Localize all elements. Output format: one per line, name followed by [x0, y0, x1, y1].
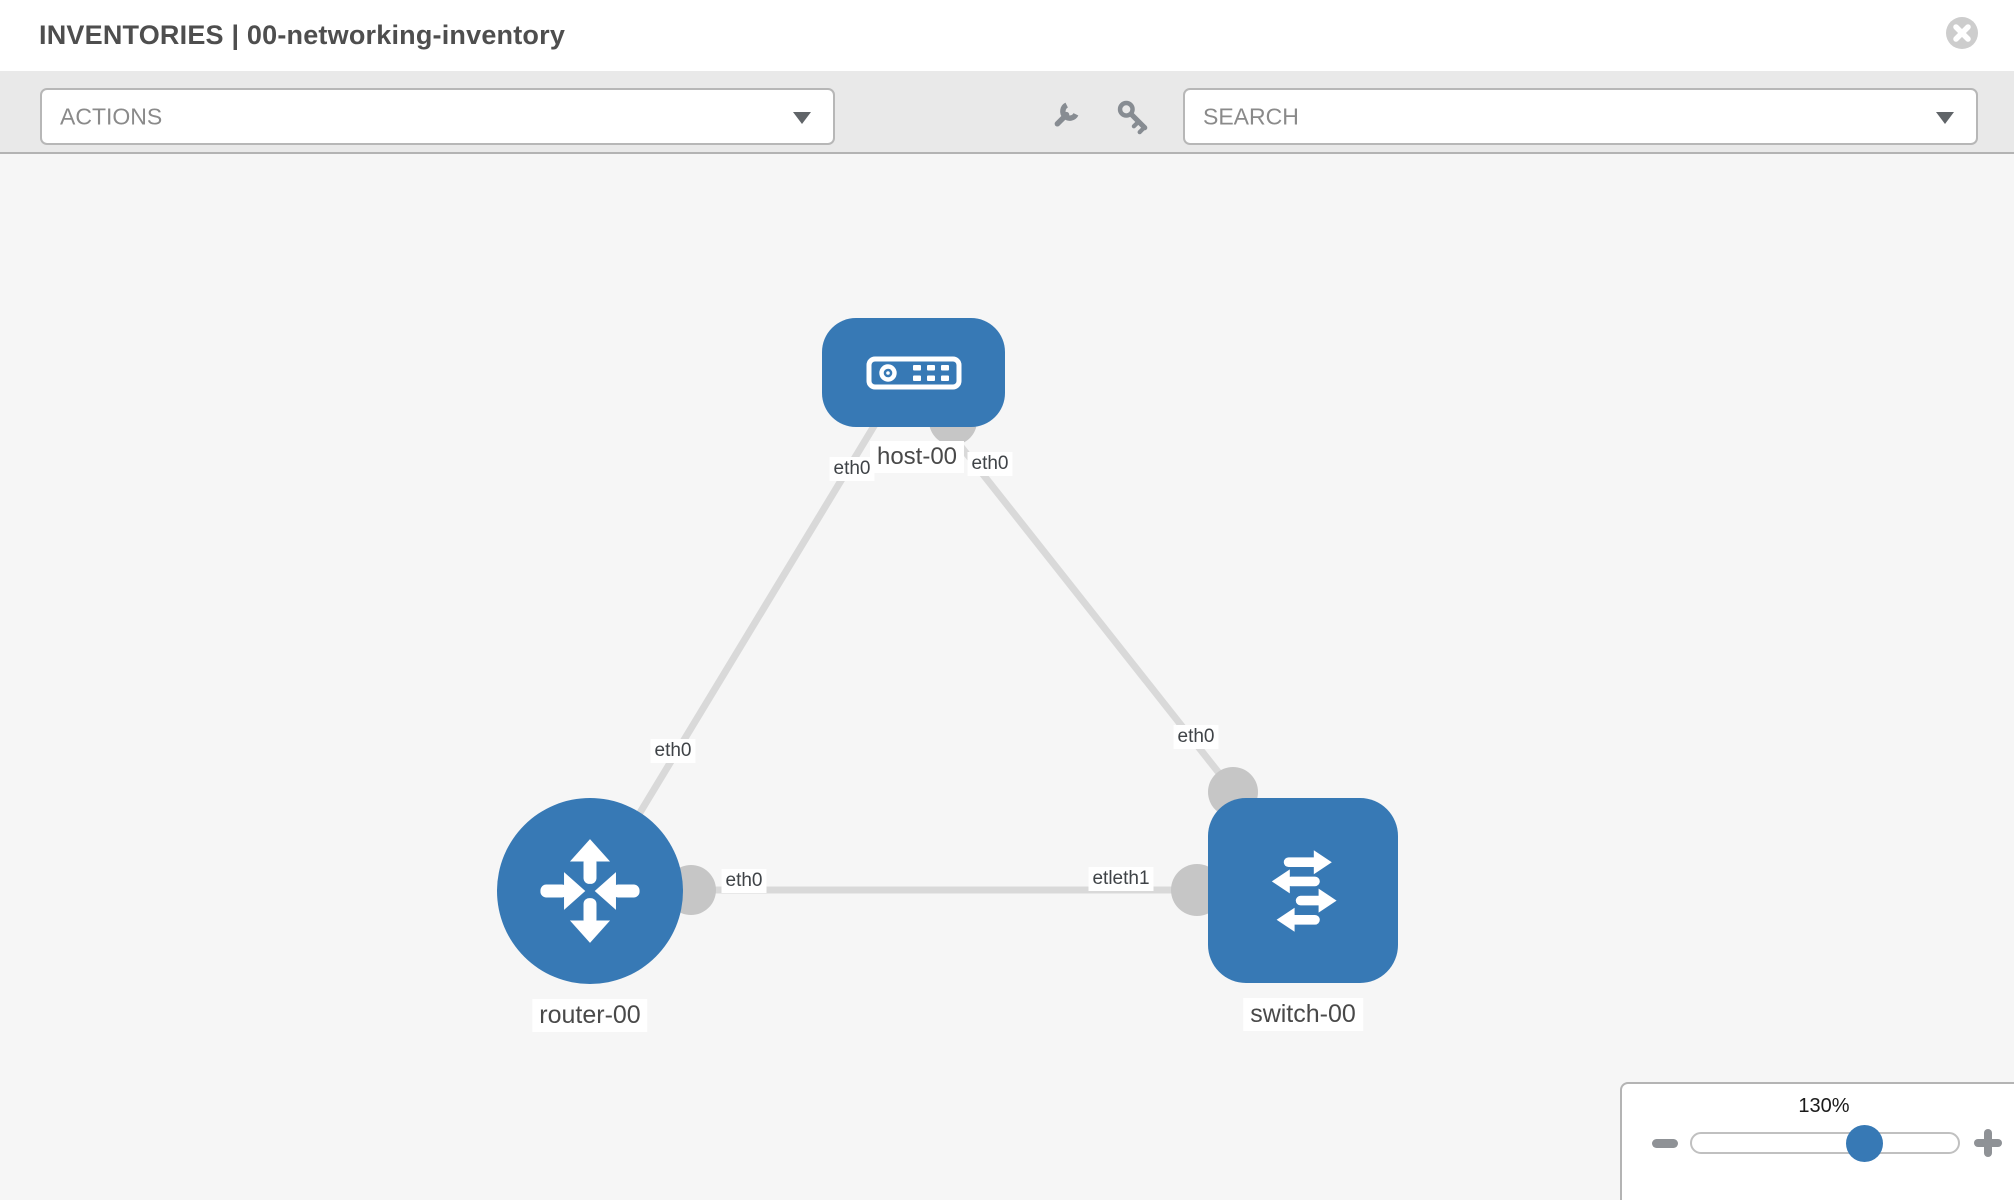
host-icon: [866, 356, 961, 389]
node-host-00[interactable]: [822, 318, 1005, 427]
zoom-slider-track[interactable]: [1690, 1132, 1960, 1154]
close-icon: [1946, 17, 1978, 49]
router-icon: [540, 839, 640, 943]
credentials-button[interactable]: [1114, 97, 1152, 135]
topology-links: [621, 396, 1258, 916]
interface-connectors: [666, 397, 1258, 916]
search-placeholder: SEARCH: [1203, 103, 1299, 129]
key-icon: [1117, 100, 1148, 135]
node-label-switch: switch-00: [1243, 998, 1363, 1031]
node-switch-00[interactable]: [1208, 798, 1398, 983]
wrench-icon: [1054, 102, 1079, 127]
zoom-control-panel: 130%: [1620, 1082, 2014, 1200]
actions-dropdown-label: ACTIONS: [60, 103, 163, 129]
chevron-down-icon: [793, 111, 811, 124]
interface-label-host-right: eth0: [967, 452, 1013, 476]
zoom-slider-handle[interactable]: [1846, 1125, 1883, 1162]
actions-dropdown[interactable]: ACTIONS: [40, 88, 835, 145]
node-label-router: router-00: [532, 999, 648, 1032]
node-label-host: host-00: [869, 441, 965, 473]
search-dropdown[interactable]: SEARCH: [1183, 88, 1978, 145]
zoom-level-value: 130%: [1798, 1095, 1850, 1117]
toolbar: ACTIONS SEARCH: [0, 71, 2014, 154]
switch-icon: [1271, 849, 1337, 932]
configure-button[interactable]: [1046, 97, 1084, 135]
interface-label-switch-top: eth0: [1173, 725, 1219, 749]
chevron-down-icon: [1936, 111, 1954, 124]
zoom-in-icon[interactable]: [1974, 1129, 2002, 1157]
interface-label-host-left: eth0: [829, 457, 875, 481]
close-button[interactable]: [1945, 16, 1979, 50]
title-bar: INVENTORIES | 00-networking-inventory: [0, 0, 2014, 71]
interface-label-router-right: eth0: [721, 869, 767, 893]
node-router-00[interactable]: [497, 798, 683, 984]
page-title: INVENTORIES | 00-networking-inventory: [39, 20, 566, 50]
zoom-out-icon[interactable]: [1652, 1139, 1678, 1148]
interface-label-router-top: eth0: [650, 739, 696, 763]
topology-canvas[interactable]: host-00 router-00 switch-00 eth0 eth0 et…: [0, 154, 2014, 1200]
interface-label-switch-left: etleth1: [1088, 867, 1154, 891]
